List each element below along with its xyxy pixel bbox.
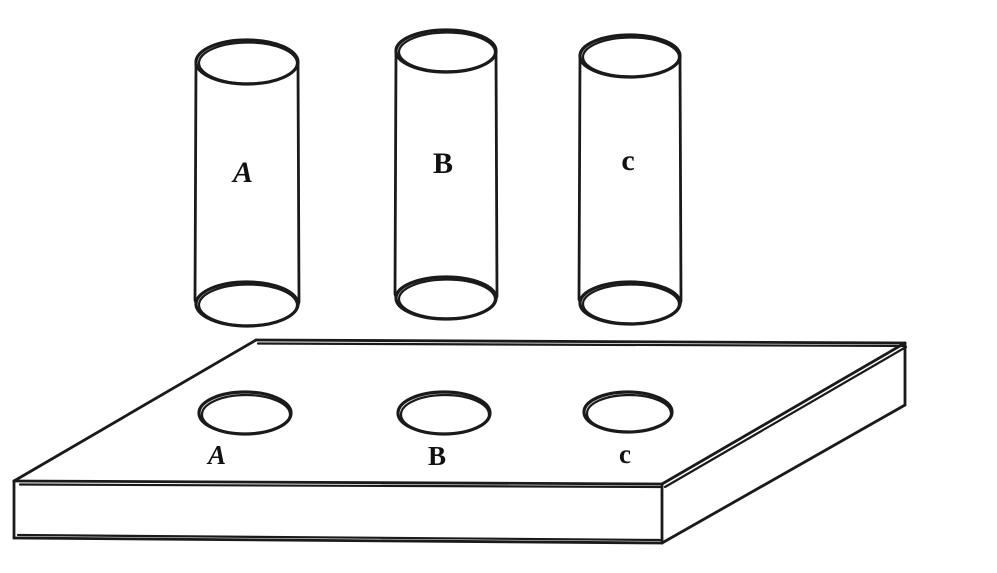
board-top-right-edge [660,341,907,486]
cylinder-b-group: B [393,28,499,321]
cylinder-b-label: B [433,147,453,180]
cylinder-c-bottom-cap-overdraw [581,283,681,325]
cylinder-c-group: c [577,33,683,326]
cylinder-a-top-cap-overdraw [197,41,299,85]
board-right-face [662,343,905,543]
holes-group [197,390,674,436]
cylinder-a-group: A [193,38,301,328]
hole-b-label: B [428,441,446,471]
board-bottom-front-edge-overdraw [16,533,662,542]
cylinder-c-body [580,56,680,324]
board-group [12,338,908,545]
board-back-edge-overdraw [256,342,905,348]
hole-a-overdraw [200,393,292,436]
hole-b-overdraw [399,393,491,436]
board-front-face [14,481,662,543]
cylinder-c-label: c [621,144,634,177]
cylinder-b-bottom-cap-overdraw [397,278,497,320]
cylinder-c-top-cap-overdraw [581,36,681,78]
hole-labels-group: A B c [206,439,631,471]
hole-a-label: A [206,440,226,470]
cylinder-a-label: A [231,156,253,189]
board-top-left-edge [12,338,258,483]
cylinder-a-bottom-cap-overdraw [197,283,299,327]
board-top-front-edge-overdraw [18,483,662,489]
board-back-edge [254,338,907,345]
board-bottom-right-edge [660,403,907,545]
board-top-right-edge-overdraw [663,345,908,489]
board-top-front-edge [12,479,664,486]
board-bottom-front-edge [12,536,664,545]
cylinder-a-body [196,62,298,326]
cylinder-b-top-cap-overdraw [397,31,497,73]
hole-c-overdraw [585,393,673,434]
cylinder-b-body [396,51,496,319]
hole-c-label: c [619,439,631,469]
